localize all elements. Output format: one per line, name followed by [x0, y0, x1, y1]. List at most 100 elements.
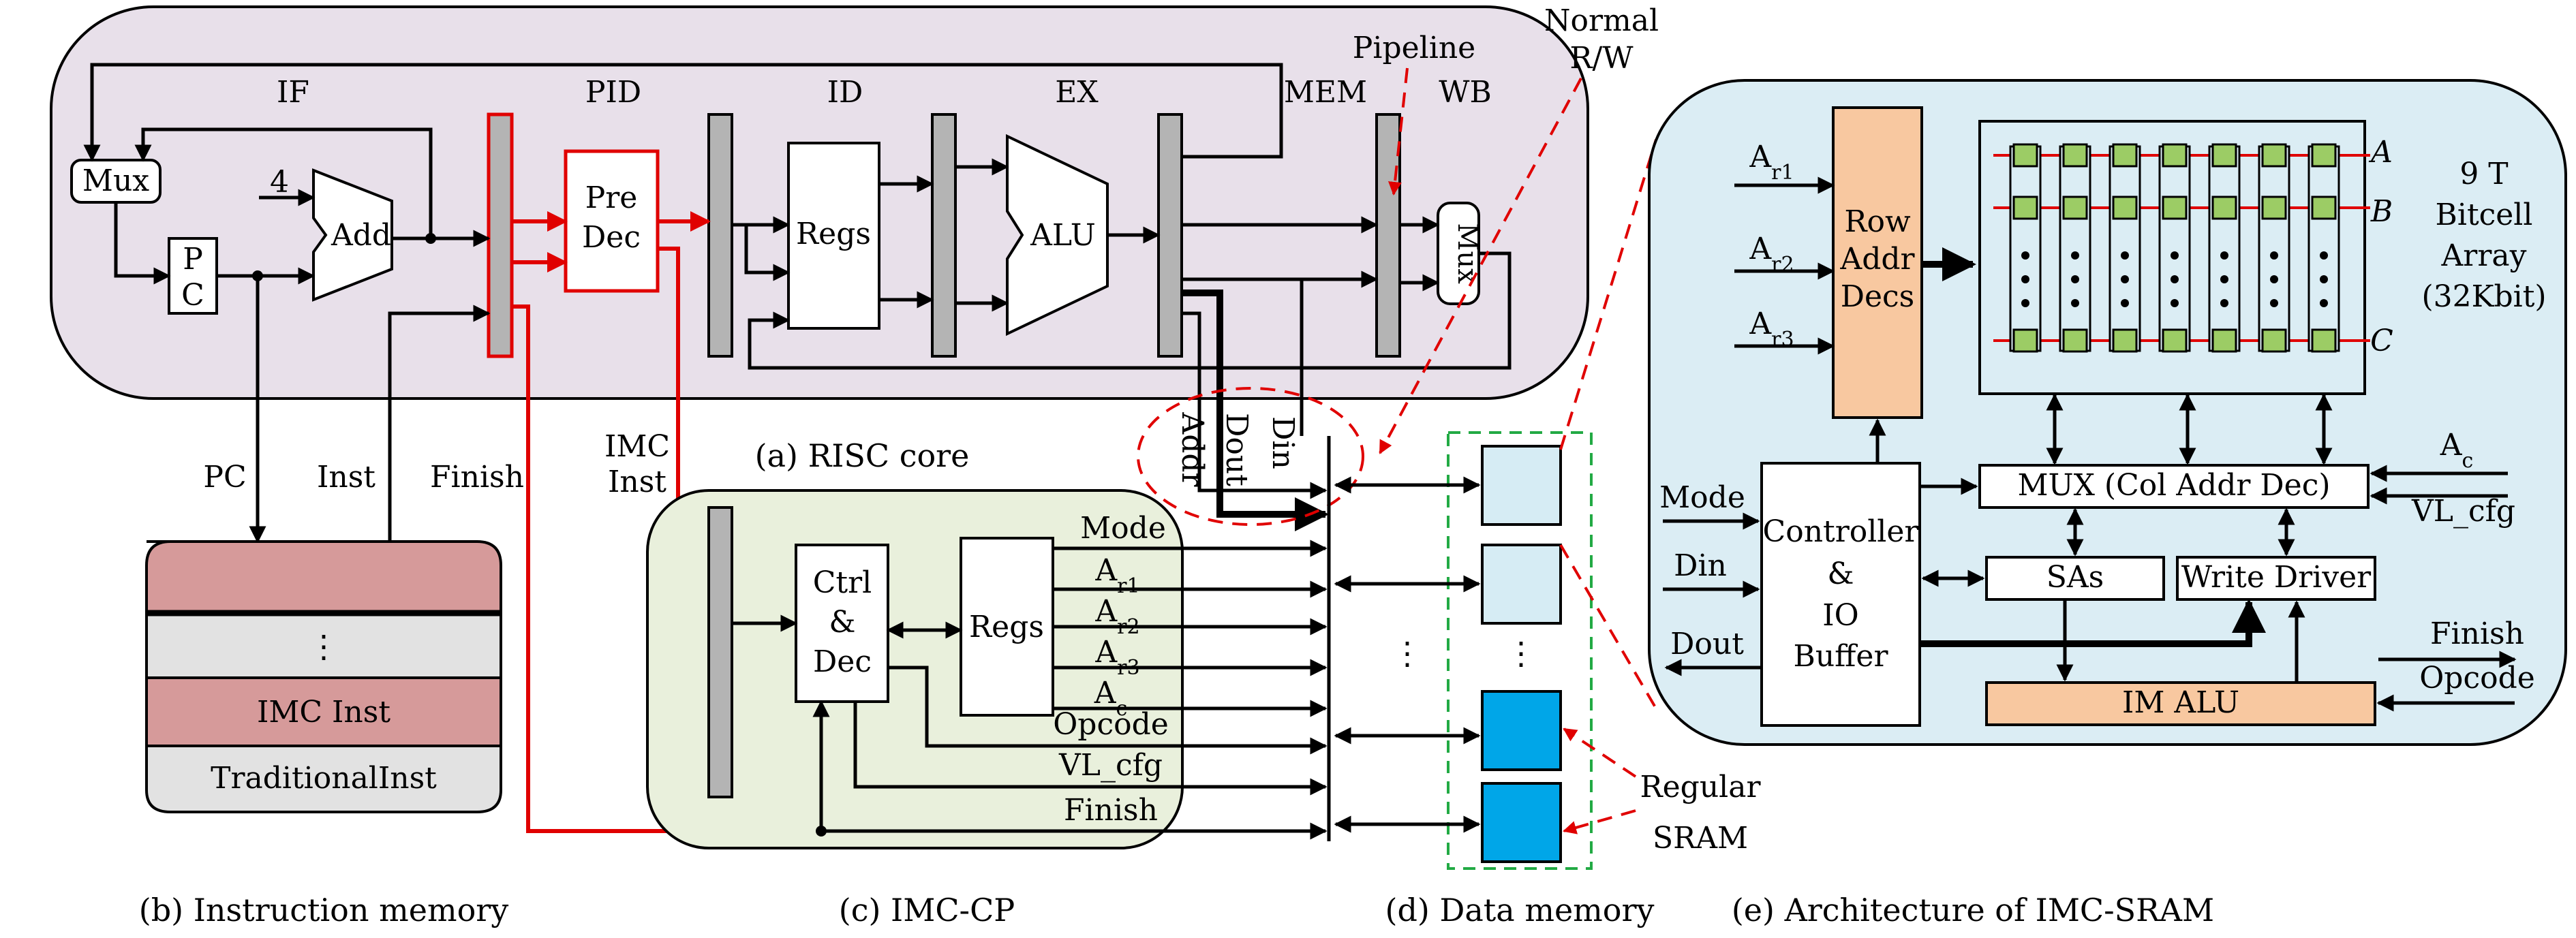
stage-wb-label: WB	[1439, 75, 1492, 110]
bitcell	[2012, 196, 2038, 220]
bitcell-column	[2009, 145, 2042, 352]
signal-imc-inst-label-2: Inst	[608, 465, 666, 499]
controller-label-3: IO	[1822, 598, 1858, 633]
caption-imc-sram: (e) Architecture of IMC-SRAM	[1732, 892, 2214, 928]
bitcell	[2012, 328, 2038, 353]
cp-out-finish: Finish	[1064, 793, 1158, 828]
bitcell-ellipsis-dot	[2320, 299, 2328, 307]
instruction-memory: ⋮ IMC Inst TraditionalInst (b) Instructi…	[139, 540, 509, 928]
inst-mem-trad-label: TraditionalInst	[211, 761, 437, 796]
bitcell	[2311, 328, 2337, 353]
bitcell	[2261, 328, 2287, 353]
signal-dout-label: Dout	[1219, 413, 1254, 486]
normal-rw-label-2: R/W	[1569, 41, 1634, 76]
risc-core: IF PID ID EX MEM WB Mux P C Add 4 Pre De…	[50, 5, 1589, 833]
stage-ex-label: EX	[1055, 75, 1099, 110]
imc-sram-bank-2	[1481, 544, 1562, 625]
bitcell-ellipsis-dot	[2071, 275, 2079, 283]
bitcell-column	[2307, 145, 2340, 352]
wb-mux-label: Mux	[1452, 223, 1483, 284]
cp-out-opcode: Opcode	[1053, 707, 1169, 742]
wire-addr	[1182, 290, 1329, 531]
imc-cp: Ctrl & Dec Regs Mode Ar1 Ar2 Ar3 Ac Opco…	[646, 436, 1331, 928]
bitcell-ellipsis-dot	[2121, 275, 2129, 283]
caption-data-mem: (d) Data memory	[1385, 892, 1655, 928]
bitcell	[2162, 328, 2188, 353]
row-label-c: C	[2370, 324, 2393, 358]
output-finish: Finish	[2430, 616, 2524, 651]
bitcell-ellipsis-dot	[2220, 275, 2228, 283]
signal-inst-label: Inst	[317, 460, 375, 495]
input-vlcfg: VL_cfg	[2411, 494, 2515, 529]
alu-label: ALU	[1030, 218, 1096, 253]
bitcell-column	[2158, 145, 2191, 352]
bitcell-ellipsis-dot	[2021, 251, 2029, 260]
sense-amps	[1985, 556, 2165, 601]
wire-wb-back	[748, 251, 1512, 370]
bitcell	[2261, 143, 2287, 168]
wire-mux-to-pc	[114, 202, 171, 285]
bitcell	[2162, 143, 2188, 168]
inst-mem-trad-row	[145, 745, 502, 813]
inst-mem-top	[145, 540, 502, 614]
bitcell-label-1: 9 T	[2459, 157, 2508, 191]
controller-label-4: Buffer	[1793, 639, 1888, 674]
bitcell-label-4: (32Kbit)	[2421, 279, 2546, 314]
bitcell	[2211, 328, 2237, 353]
bitcell	[2112, 328, 2138, 353]
cp-regs-label: Regs	[969, 610, 1044, 644]
ex-mem-register	[1157, 113, 1183, 358]
regular-sram-label-2: SRAM	[1653, 821, 1748, 856]
inst-mem-imc-row	[145, 676, 502, 747]
stage-mem-label: MEM	[1284, 75, 1367, 110]
row-addr-decs-3: Decs	[1841, 279, 1915, 314]
data-memory: ⋮ ⋮ Regular SRAM (d) Data memory	[1334, 431, 1761, 928]
output-dout: Dout	[1670, 627, 1744, 661]
inst-mem-imc-label: IMC Inst	[257, 695, 390, 730]
stage-id-label: ID	[827, 75, 863, 110]
signal-din-label: Din	[1266, 416, 1300, 469]
row-label-a: A	[2368, 135, 2393, 170]
regular-sram-bank-1	[1481, 690, 1562, 771]
bitcell-column	[2208, 145, 2241, 352]
bitcell	[2162, 196, 2188, 220]
pipeline-label: Pipeline	[1353, 31, 1475, 65]
bitcell-ellipsis-dot	[2320, 275, 2328, 283]
id-ex-register	[931, 113, 957, 358]
constant-four: 4	[270, 165, 289, 200]
data-memory-frame	[1447, 431, 1593, 870]
pipeline-pointer	[1387, 67, 1409, 196]
input-opcode: Opcode	[2419, 661, 2535, 695]
mux-col-addr-dec	[1978, 464, 2370, 509]
wire-vlcfg	[853, 702, 1328, 796]
data-mem-dots: ⋮	[1505, 635, 1537, 672]
bitcell-ellipsis-dot	[2270, 275, 2278, 283]
bitcell-ellipsis-dot	[2220, 299, 2228, 307]
row-addr-decs	[1832, 106, 1923, 419]
bitcell	[2112, 143, 2138, 168]
imc-sram: Row Addr Decs Ar1 Ar2 Ar3 A B C 9 T Bitc…	[1648, 79, 2567, 928]
bitcell-ellipsis-dot	[2121, 251, 2129, 260]
im-alu	[1985, 681, 2376, 726]
controller-label-2: &	[1827, 557, 1854, 591]
pre-decoder-pre: Pre	[585, 181, 638, 215]
wire-din	[1300, 277, 1377, 436]
signal-imc-inst-label-1: IMC	[604, 429, 670, 464]
bitcell-label-2: Bitcell	[2436, 198, 2533, 232]
regular-sram-label-1: Regular	[1640, 770, 1761, 804]
pc-adder-label: Add	[331, 218, 391, 253]
wire-opcode	[888, 666, 1328, 755]
controller-io-buffer	[1760, 462, 1921, 727]
row-addr-decs-1: Row	[1844, 204, 1911, 239]
amp-label: &	[829, 605, 855, 640]
cp-regs	[960, 537, 1054, 717]
caption-inst-mem: (b) Instruction memory	[139, 892, 509, 928]
bitcell-ellipsis-dot	[2021, 275, 2029, 283]
dec-label: Dec	[813, 644, 872, 679]
bitcell-label-3: Array	[2441, 238, 2527, 273]
bitcell-ellipsis-dot	[2071, 299, 2079, 307]
pid-id-register	[707, 113, 733, 358]
normal-rw-label-1: Normal	[1544, 3, 1659, 38]
bitcell	[2261, 196, 2287, 220]
bitcell-ellipsis-dot	[2171, 299, 2179, 307]
